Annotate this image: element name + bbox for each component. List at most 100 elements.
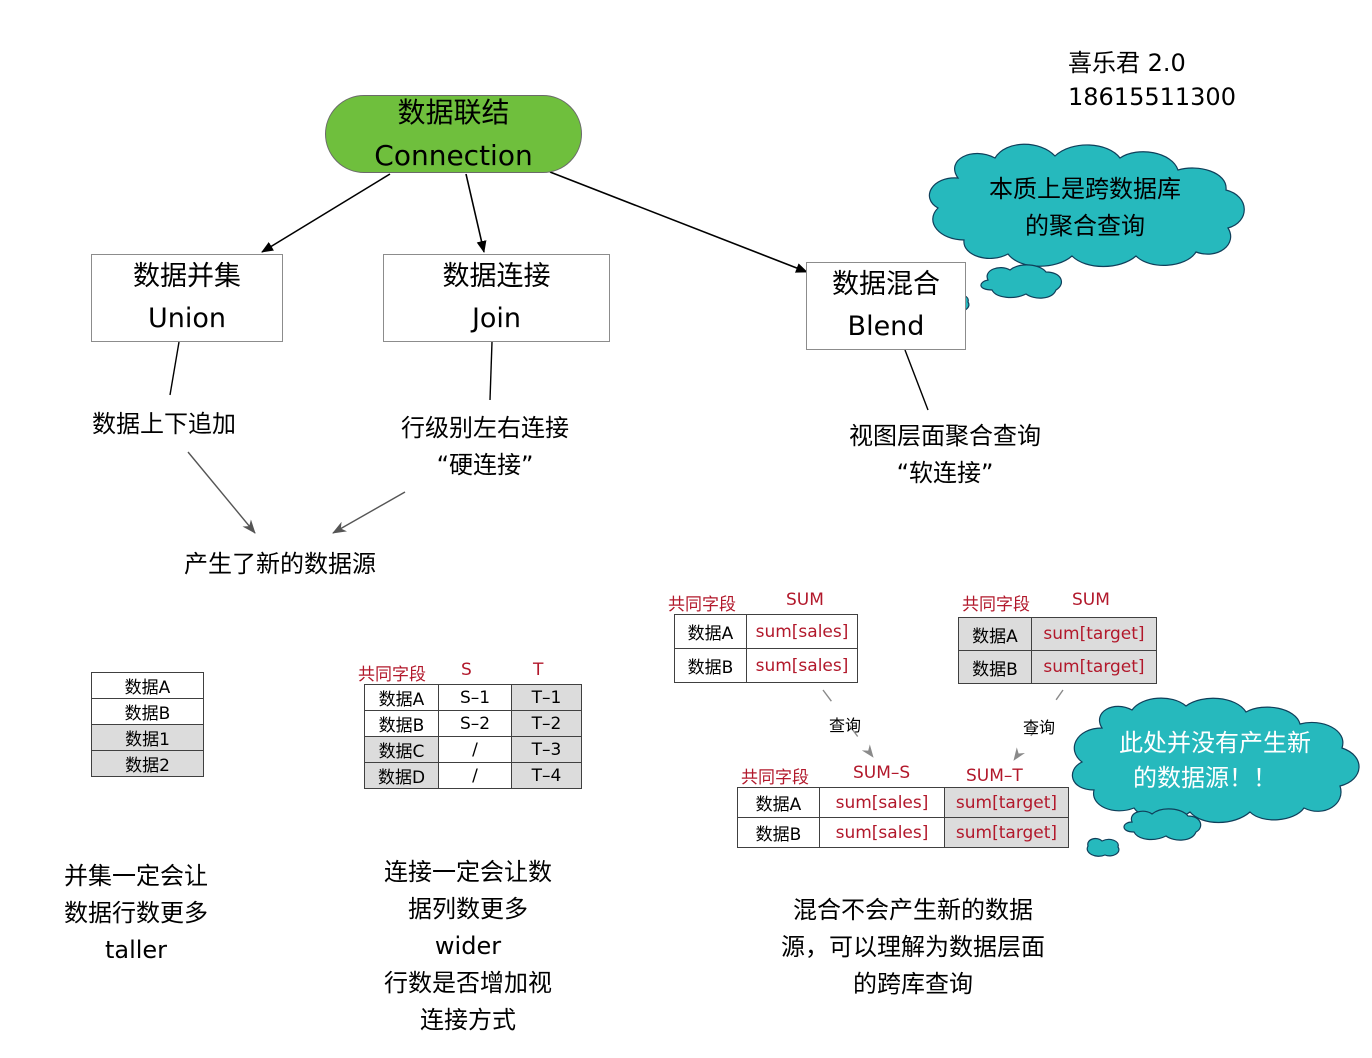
cloud-bottom-line2: 的数据源！！ xyxy=(1133,764,1277,792)
table-row: 数据C / T–3 xyxy=(364,736,582,763)
union-cell: 数据B xyxy=(91,698,204,725)
blend-description-line1: 视图层面聚合查询 xyxy=(849,422,1041,450)
arrow-union-to-new-source xyxy=(187,451,256,534)
join-description-line1: 行级别左右连接 xyxy=(401,414,569,442)
blend-result-cell: sum[target] xyxy=(944,817,1069,848)
note-union-line: 数据行数更多 xyxy=(64,899,208,927)
join-cell: T–4 xyxy=(511,762,582,789)
edge-join-desc xyxy=(489,341,493,401)
table-row: 数据D / T–4 xyxy=(364,762,582,789)
node-union-title-en: Union xyxy=(147,303,226,334)
join-cell: 数据A xyxy=(364,684,439,711)
union-description: 数据上下追加 xyxy=(92,410,236,438)
table-row: 数据A xyxy=(91,672,204,699)
note-join-line: wider xyxy=(434,932,502,960)
node-join-title-cn: 数据连接 xyxy=(442,261,551,292)
blend-s-cell: sum[sales] xyxy=(746,614,858,649)
join-cell: / xyxy=(438,762,512,789)
edge-root-union xyxy=(261,173,391,253)
note-blend-line: 源，可以理解为数据层面 xyxy=(781,933,1045,961)
table-row: 数据B xyxy=(91,698,204,725)
edge-root-blend xyxy=(549,171,808,273)
join-cell: T–1 xyxy=(511,684,582,711)
union-cell: 数据1 xyxy=(91,724,204,751)
blend-t-header-sum: SUM xyxy=(1072,590,1110,610)
union-cell: 数据2 xyxy=(91,750,204,777)
table-row: 数据A sum[target] xyxy=(958,617,1157,651)
edge-union-desc xyxy=(169,341,180,396)
note-join-line: 据列数更多 xyxy=(408,895,528,923)
join-header-s: S xyxy=(461,660,472,680)
join-cell: T–2 xyxy=(511,710,582,737)
union-cell: 数据A xyxy=(91,672,204,699)
blend-result-header-s: SUM–S xyxy=(853,763,911,783)
table-row: 数据B S–2 T–2 xyxy=(364,710,582,737)
blend-s-header-key: 共同字段 xyxy=(668,595,736,615)
union-table: 数据A 数据B 数据1 数据2 xyxy=(91,672,204,777)
table-row: 数据2 xyxy=(91,750,204,777)
table-row: 数据B sum[sales] sum[target] xyxy=(737,817,1069,848)
blend-result-table: 数据A sum[sales] sum[target] 数据B sum[sales… xyxy=(737,787,1069,848)
table-row: 数据A sum[sales] xyxy=(674,614,858,649)
cloud-top-line2: 的聚合查询 xyxy=(1025,212,1145,240)
table-row: 数据A sum[sales] sum[target] xyxy=(737,787,1069,818)
query-label-left: 查询 xyxy=(829,716,862,735)
blend-result-cell: sum[target] xyxy=(944,787,1069,818)
blend-result-cell: sum[sales] xyxy=(819,817,945,848)
note-join: 连接一定会让数 据列数更多 wider 行数是否增加视 连接方式 xyxy=(350,854,586,1039)
join-cell: 数据B xyxy=(364,710,439,737)
blend-result-cell: sum[sales] xyxy=(819,787,945,818)
blend-t-cell: sum[target] xyxy=(1031,617,1157,651)
node-join: 数据连接 Join xyxy=(383,254,610,342)
note-union: 并集一定会让 数据行数更多 taller xyxy=(30,858,242,969)
blend-s-cell: 数据B xyxy=(674,648,747,683)
blend-result-header-t: SUM–T xyxy=(966,766,1023,786)
join-description-line2: “硬连接” xyxy=(436,451,534,479)
edge-root-join xyxy=(465,173,487,253)
blend-result-cell: 数据A xyxy=(737,787,820,818)
blend-t-cell: 数据B xyxy=(958,650,1032,684)
node-connection-title-en: Connection xyxy=(374,139,533,172)
note-blend-line: 混合不会产生新的数据 xyxy=(793,896,1033,924)
join-cell: S–1 xyxy=(438,684,512,711)
node-blend: 数据混合 Blend xyxy=(806,262,966,350)
join-table: 数据A S–1 T–1 数据B S–2 T–2 数据C / T–3 数据D / … xyxy=(364,684,582,789)
node-join-title-en: Join xyxy=(471,303,522,334)
node-connection: 数据联结 Connection xyxy=(325,95,582,173)
blend-result-header-key: 共同字段 xyxy=(741,768,809,788)
new-data-source-label: 产生了新的数据源 xyxy=(184,550,376,578)
node-union: 数据并集 Union xyxy=(91,254,283,342)
join-cell: 数据C xyxy=(364,736,439,763)
join-cell: 数据D xyxy=(364,762,439,789)
blend-t-header-key: 共同字段 xyxy=(962,595,1030,615)
cloud-shape-bottom xyxy=(1071,697,1360,857)
cloud-top-line1: 本质上是跨数据库 xyxy=(989,175,1181,203)
blend-s-header-sum: SUM xyxy=(786,590,824,610)
note-blend: 混合不会产生新的数据 源，可以理解为数据层面 的跨库查询 xyxy=(750,892,1076,1003)
arrow-join-to-new-source xyxy=(332,491,406,534)
blend-result-cell: 数据B xyxy=(737,817,820,848)
join-cell: T–3 xyxy=(511,736,582,763)
blend-t-cell: 数据A xyxy=(958,617,1032,651)
table-row: 数据1 xyxy=(91,724,204,751)
blend-s-cell: 数据A xyxy=(674,614,747,649)
table-row: 数据B sum[target] xyxy=(958,650,1157,684)
join-header-t: T xyxy=(533,660,544,680)
table-row: 数据A S–1 T–1 xyxy=(364,684,582,711)
arrow-query-left xyxy=(822,689,874,758)
node-blend-title-en: Blend xyxy=(847,311,925,342)
node-union-title-cn: 数据并集 xyxy=(133,261,241,292)
blend-description-line2: “软连接” xyxy=(896,459,994,487)
author-phone: 18615511300 xyxy=(1068,83,1236,111)
author-name: 喜乐君 2.0 xyxy=(1068,49,1186,77)
note-join-line: 行数是否增加视 xyxy=(384,969,552,997)
blend-table-s: 数据A sum[sales] 数据B sum[sales] xyxy=(674,614,858,683)
note-join-line: 连接方式 xyxy=(420,1006,516,1034)
query-label-right: 查询 xyxy=(1023,718,1056,737)
blend-table-t: 数据A sum[target] 数据B sum[target] xyxy=(958,617,1157,684)
join-cell: S–2 xyxy=(438,710,512,737)
node-connection-title-cn: 数据联结 xyxy=(397,96,510,129)
join-cell: / xyxy=(438,736,512,763)
note-union-line: taller xyxy=(104,936,168,964)
